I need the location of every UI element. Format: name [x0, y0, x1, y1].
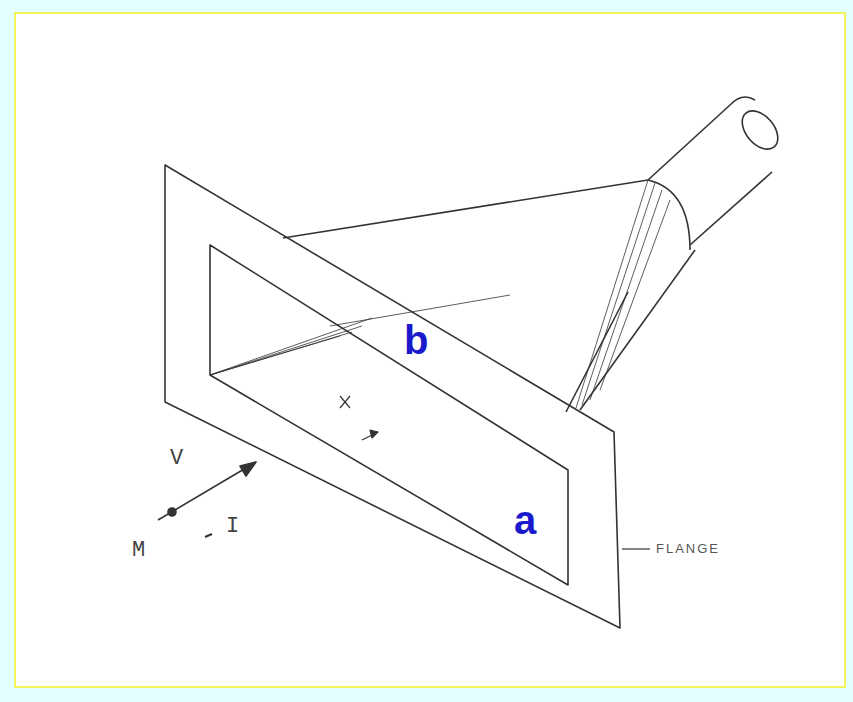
signal-label: V	[170, 448, 183, 470]
waveguide-edge	[648, 105, 730, 180]
waveguide-edge	[730, 97, 755, 105]
aperture-outline	[210, 245, 568, 585]
horn-throat	[648, 180, 690, 250]
waveguide-edge	[690, 172, 772, 245]
horn-edge	[566, 292, 628, 412]
signal-label: M	[132, 540, 145, 562]
dimension-label: a	[514, 500, 536, 540]
horn-edge	[580, 250, 695, 410]
dimension-label: b	[404, 320, 428, 360]
horn-edge	[283, 180, 648, 238]
waveguide-end	[735, 104, 785, 156]
part-label: FLANGE	[656, 542, 720, 555]
flange-outline	[165, 165, 620, 628]
signal-label: I	[226, 516, 239, 538]
